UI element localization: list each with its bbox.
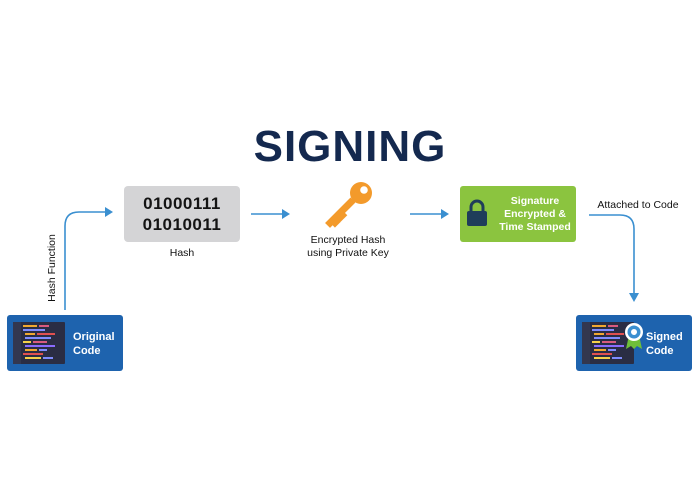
arrowhead-to-hash	[105, 207, 113, 217]
signed-code-line2: Code	[646, 344, 674, 357]
encrypted-hash-line1: Encrypted Hash	[310, 234, 386, 246]
attached-connector	[589, 214, 635, 293]
lock-icon	[467, 199, 487, 226]
hash-binary-line1: 01000111	[143, 194, 221, 213]
signature-line1: Signature	[510, 195, 560, 207]
original-code-label: Original Code	[73, 331, 115, 358]
hash-label: Hash	[169, 247, 195, 259]
arrowhead-to-key	[282, 209, 290, 219]
key-icon	[325, 182, 372, 228]
code-editor-icon	[582, 322, 634, 364]
hash-function-label: Hash Function	[46, 234, 58, 302]
hash-binary-line2: 01010011	[142, 215, 222, 234]
original-code-line2: Code	[73, 344, 101, 357]
signed-code-line1: Signed	[646, 331, 683, 343]
signature-text: Signature Encrypted & Time Stamped	[494, 195, 576, 233]
attached-label: Attached to Code	[597, 199, 679, 211]
signed-code-label: Signed Code	[646, 331, 683, 358]
arrowhead-to-signed-code	[629, 293, 639, 302]
hash-box	[124, 186, 240, 242]
certificate-badge-icon	[625, 323, 643, 349]
signature-line2: Encrypted &	[504, 207, 566, 220]
encrypted-hash-line2: using Private Key	[307, 247, 389, 259]
hash-function-connector	[64, 211, 105, 310]
diagram-title: SIGNING	[253, 122, 447, 171]
arrowhead-to-signature	[441, 209, 449, 219]
original-code-line1: Original	[73, 331, 115, 343]
signature-line3: Time Stamped	[499, 220, 571, 233]
code-editor-icon	[13, 322, 65, 364]
